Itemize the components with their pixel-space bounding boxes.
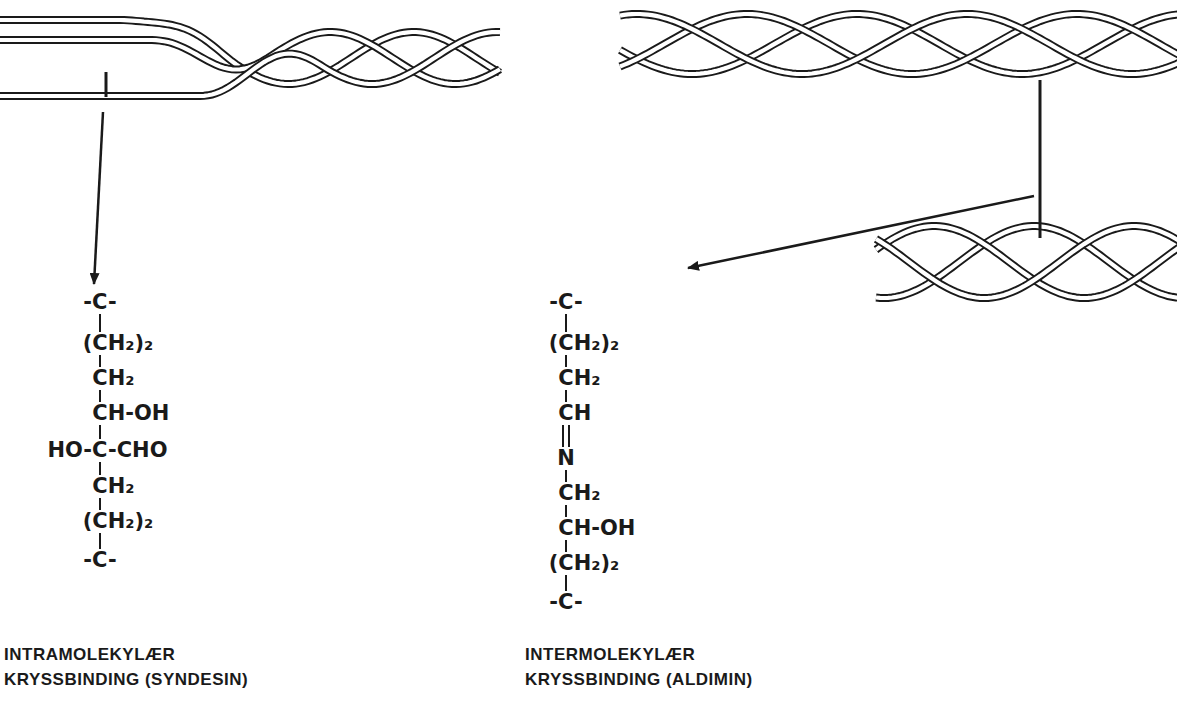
bond-line: [99, 314, 101, 332]
formula-line: -C-: [549, 592, 582, 613]
formula-line: CH: [558, 403, 591, 424]
formula-line: (CH₂)₂: [549, 553, 620, 574]
strand-outline: [876, 226, 1177, 298]
strand-fill: [876, 226, 1177, 298]
bond-line: [565, 505, 567, 517]
strand-outline: [620, 14, 1177, 74]
bond-line: [99, 533, 101, 549]
strand-outline: [876, 226, 1177, 298]
bond-line: [99, 390, 101, 402]
formula-line: -C-: [83, 292, 116, 313]
strand-fill: [0, 32, 500, 96]
strand-fill: [620, 14, 1177, 74]
strand-fill: [876, 226, 1177, 298]
bond-line: [562, 425, 564, 447]
bond-line: [565, 575, 567, 591]
caption-label: INTRAMOLEKYLÆR KRYSSBINDING (SYNDESIN): [4, 643, 284, 692]
strand-fill: [620, 14, 1177, 74]
formula-line: CH₂: [558, 368, 600, 389]
bond-line: [565, 314, 567, 332]
bond-line: [565, 390, 567, 402]
bond-line: [99, 462, 101, 475]
formula-line: -C-: [549, 292, 582, 313]
leader-arrow: [688, 196, 1034, 268]
formula-line: CH-OH: [558, 518, 635, 539]
strand-outline: [0, 32, 500, 96]
bond-line: [99, 355, 101, 367]
intramolecular-crosslink: [105, 72, 108, 97]
bond-line: [568, 425, 570, 447]
formula-line: HO-C-CHO: [48, 440, 168, 461]
strand-outline: [876, 226, 1177, 298]
formula-line: CH₂: [92, 476, 134, 497]
bond-lines: [100, 314, 569, 591]
bond-line: [565, 355, 567, 367]
formula-line: CH-OH: [92, 403, 169, 424]
bond-line: [99, 498, 101, 510]
strand-fill: [876, 226, 1177, 298]
strand-fill: [620, 14, 1177, 74]
bond-line: [565, 540, 567, 552]
bond-line: [565, 470, 567, 482]
formula-line: (CH₂)₂: [549, 333, 620, 354]
strand-outline: [620, 14, 1177, 74]
formula-line: (CH₂)₂: [83, 333, 154, 354]
formula-line: N: [557, 448, 575, 469]
collagen-helices: [0, 14, 1177, 298]
formula-line: -C-: [83, 550, 116, 571]
caption-label: INTERMOLEKYLÆR KRYSSBINDING (ALDIMIN): [525, 643, 794, 692]
formula-line: CH₂: [558, 483, 600, 504]
bond-line: [99, 425, 101, 439]
formula-line: CH₂: [92, 368, 134, 389]
intermolecular-crosslink: [1039, 80, 1042, 238]
formula-line: (CH₂)₂: [83, 511, 154, 532]
strand-outline: [620, 14, 1177, 74]
leader-arrow: [94, 112, 103, 284]
